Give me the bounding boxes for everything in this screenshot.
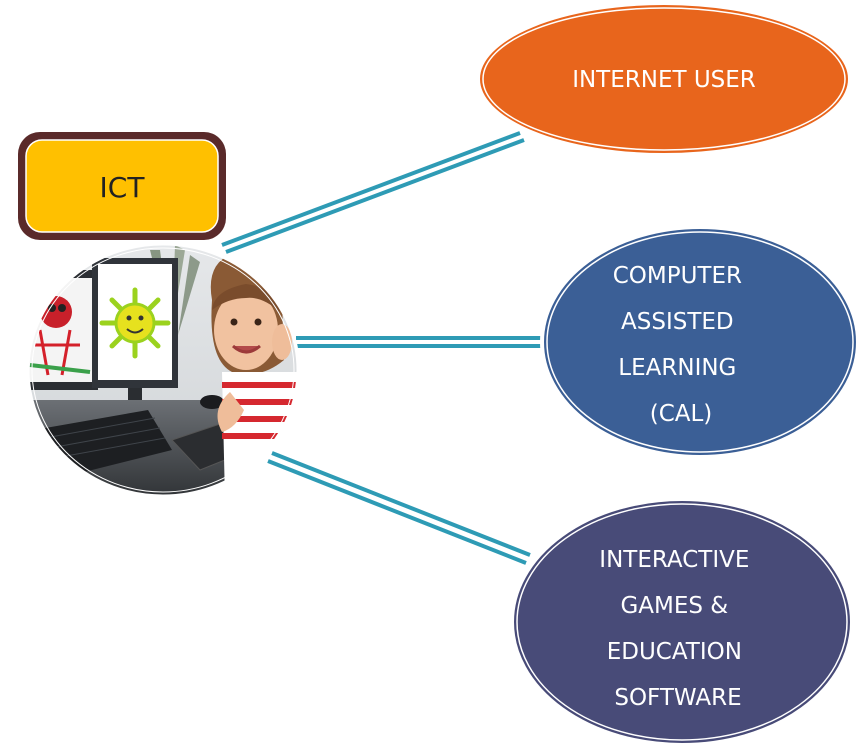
- ict-label: ICT: [100, 171, 146, 204]
- connector-interactive-games: [267, 451, 531, 565]
- ict-box: ICT: [18, 132, 226, 240]
- node-internet-user: INTERNET USER: [476, 1, 852, 157]
- child-at-computer-photo: [26, 242, 300, 498]
- node-interactive-games-label: INTERACTIVE GAMES & EDUCATION SOFTWARE: [599, 547, 756, 711]
- node-internet-user-label: INTERNET USER: [572, 67, 756, 93]
- node-cal-label: COMPUTER ASSISTED LEARNING (CAL): [613, 263, 750, 427]
- node-cal: COMPUTER ASSISTED LEARNING (CAL): [540, 225, 856, 459]
- connector-cal: [296, 336, 545, 348]
- node-interactive-games: INTERACTIVE GAMES & EDUCATION SOFTWARE: [510, 497, 854, 747]
- connector-internet-user: [221, 131, 525, 254]
